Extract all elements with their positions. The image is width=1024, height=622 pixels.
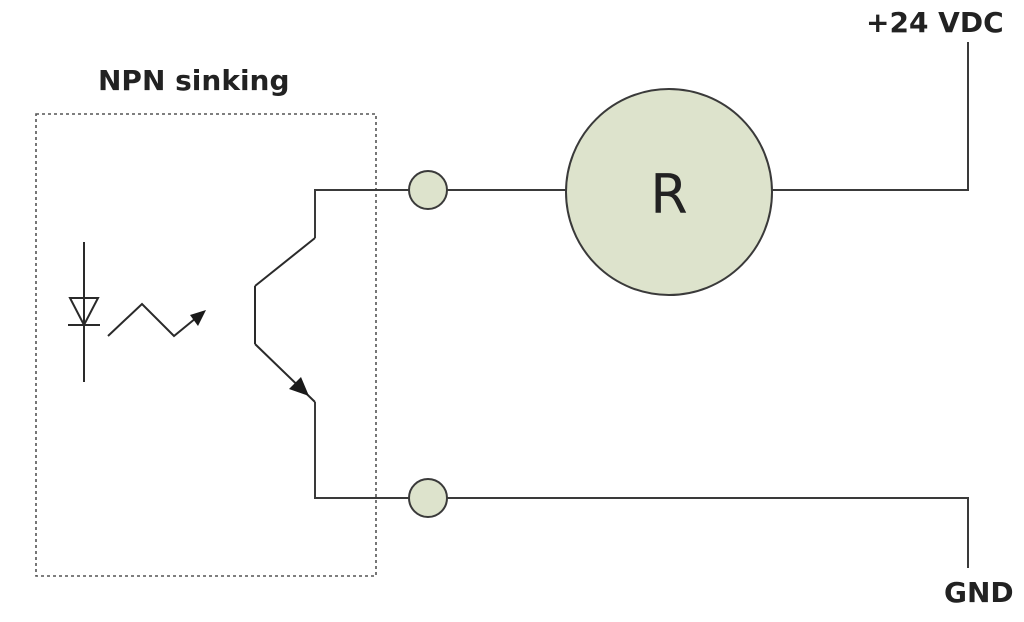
load-resistor [565,88,773,296]
common-terminal [408,478,448,518]
output-terminal [408,170,448,210]
emitter-arrow-icon [289,377,309,396]
transistor-collector-lead [254,237,316,287]
supply-label: +24 VDC [866,6,1004,39]
led-symbol [68,242,100,382]
light-zigzag [107,302,197,338]
collector-wire [314,189,409,238]
emitter-wire [314,402,409,499]
light-emission-arrow [107,302,206,338]
module-boundary [35,113,377,577]
led-triangle [68,297,100,328]
light-arrow-icon [190,310,206,326]
ground-label: GND [944,576,1014,609]
terminal-to-ground-wire [447,497,969,568]
load-to-supply-wire [772,42,969,191]
module-title: NPN sinking [98,64,290,97]
load-resistor-label: R [650,163,688,226]
phototransistor-symbol [254,237,316,403]
